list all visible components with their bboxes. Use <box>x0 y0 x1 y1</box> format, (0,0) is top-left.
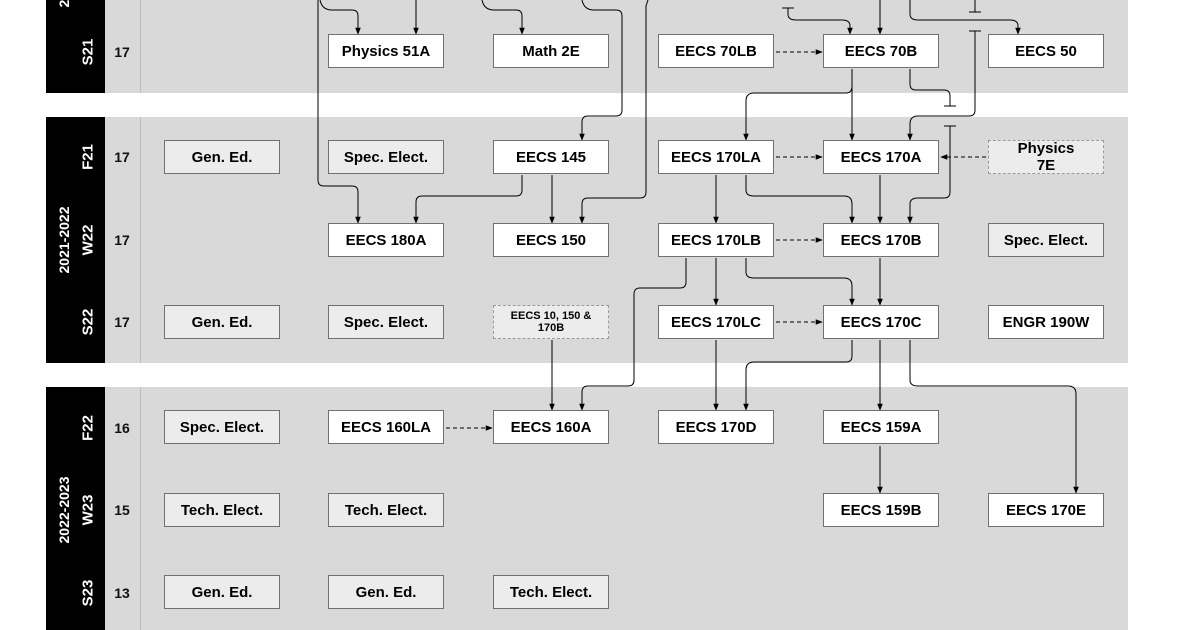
course-box-physics-51a[interactable]: Physics 51A <box>328 34 444 68</box>
course-box-eecs-170b[interactable]: EECS 170B <box>823 223 939 257</box>
course-box-eecs-180a[interactable]: EECS 180A <box>328 223 444 257</box>
course-box-eecs-10-150-170b[interactable]: EECS 10, 150 & 170B <box>493 305 609 339</box>
term-units: 16 <box>114 420 130 436</box>
course-box-engr-190w[interactable]: ENGR 190W <box>988 305 1104 339</box>
course-box-eecs-159a[interactable]: EECS 159A <box>823 410 939 444</box>
year-bar <box>46 0 105 93</box>
course-box-physics-7e[interactable]: Physics 7E <box>988 140 1104 174</box>
term-units: 17 <box>114 44 130 60</box>
course-box-tech-elect[interactable]: Tech. Elect. <box>328 493 444 527</box>
units-column <box>105 387 141 630</box>
course-box-eecs-170e[interactable]: EECS 170E <box>988 493 1104 527</box>
term-units: 17 <box>114 149 130 165</box>
course-box-eecs-170lc[interactable]: EECS 170LC <box>658 305 774 339</box>
course-box-eecs-70b[interactable]: EECS 70B <box>823 34 939 68</box>
year-band-2020-2021 <box>140 0 1128 93</box>
year-bar <box>46 117 105 363</box>
year-bar <box>46 387 105 630</box>
course-box-eecs-170c[interactable]: EECS 170C <box>823 305 939 339</box>
term-units: 13 <box>114 585 130 601</box>
course-box-eecs-159b[interactable]: EECS 159B <box>823 493 939 527</box>
course-box-eecs-170a[interactable]: EECS 170A <box>823 140 939 174</box>
course-box-tech-elect[interactable]: Tech. Elect. <box>493 575 609 609</box>
course-box-gen-ed[interactable]: Gen. Ed. <box>328 575 444 609</box>
year-band-2022-2023 <box>140 387 1128 630</box>
prerequisite-arrows <box>317 0 1079 494</box>
term-units: 17 <box>114 314 130 330</box>
course-box-eecs-70lb[interactable]: EECS 70LB <box>658 34 774 68</box>
corequisite-arrows <box>446 49 986 431</box>
course-box-gen-ed[interactable]: Gen. Ed. <box>164 305 280 339</box>
course-box-spec-elect[interactable]: Spec. Elect. <box>328 140 444 174</box>
course-box-eecs-50[interactable]: EECS 50 <box>988 34 1104 68</box>
course-box-eecs-150[interactable]: EECS 150 <box>493 223 609 257</box>
term-units: 15 <box>114 502 130 518</box>
course-box-eecs-160la[interactable]: EECS 160LA <box>328 410 444 444</box>
course-box-gen-ed[interactable]: Gen. Ed. <box>164 575 280 609</box>
course-box-eecs-170lb[interactable]: EECS 170LB <box>658 223 774 257</box>
term-units: 17 <box>114 232 130 248</box>
course-box-spec-elect[interactable]: Spec. Elect. <box>988 223 1104 257</box>
course-box-eecs-170la[interactable]: EECS 170LA <box>658 140 774 174</box>
course-box-spec-elect[interactable]: Spec. Elect. <box>164 410 280 444</box>
course-box-eecs-145[interactable]: EECS 145 <box>493 140 609 174</box>
course-box-gen-ed[interactable]: Gen. Ed. <box>164 140 280 174</box>
course-box-spec-elect[interactable]: Spec. Elect. <box>328 305 444 339</box>
units-column <box>105 0 141 93</box>
course-box-math-2e[interactable]: Math 2E <box>493 34 609 68</box>
course-box-tech-elect[interactable]: Tech. Elect. <box>164 493 280 527</box>
units-column <box>105 117 141 363</box>
course-box-eecs-160a[interactable]: EECS 160A <box>493 410 609 444</box>
course-box-eecs-170d[interactable]: EECS 170D <box>658 410 774 444</box>
